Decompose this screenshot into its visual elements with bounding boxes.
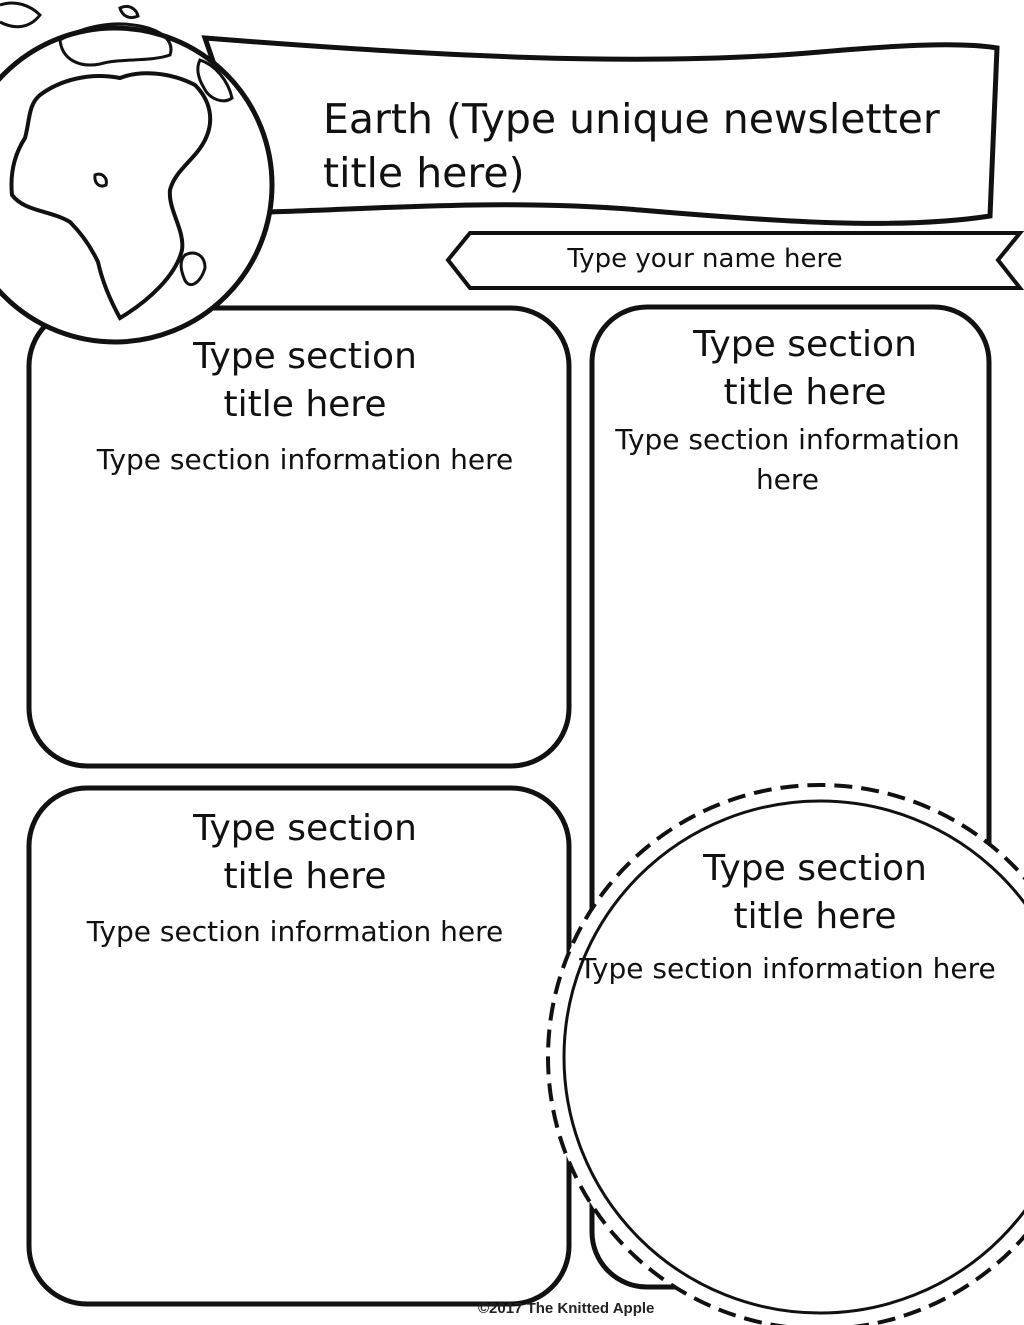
section-box-1: [26, 305, 572, 769]
section-4-info[interactable]: Type section information here: [579, 952, 996, 985]
copyright-credit: ©2017 The Knitted Apple: [478, 1300, 655, 1317]
sun-icon: [546, 783, 1024, 1325]
section-2-info[interactable]: Type section information here: [615, 423, 960, 496]
author-name-field[interactable]: Type your name here: [567, 244, 843, 274]
section-1-info[interactable]: Type section information here: [96, 443, 514, 476]
newsletter-title[interactable]: Earth (Type unique newsletter title here…: [323, 95, 940, 197]
section-2-title[interactable]: Type section title here: [693, 324, 917, 413]
section-3-info[interactable]: Type section information here: [86, 915, 504, 948]
title-banner: [201, 35, 1000, 226]
name-ribbon: [445, 231, 1024, 290]
globe-icon: [0, 1, 275, 345]
section-4-title[interactable]: Type section title here: [703, 848, 927, 937]
section-1-title[interactable]: Type section title here: [193, 336, 417, 425]
section-3-title[interactable]: Type section title here: [193, 808, 417, 897]
